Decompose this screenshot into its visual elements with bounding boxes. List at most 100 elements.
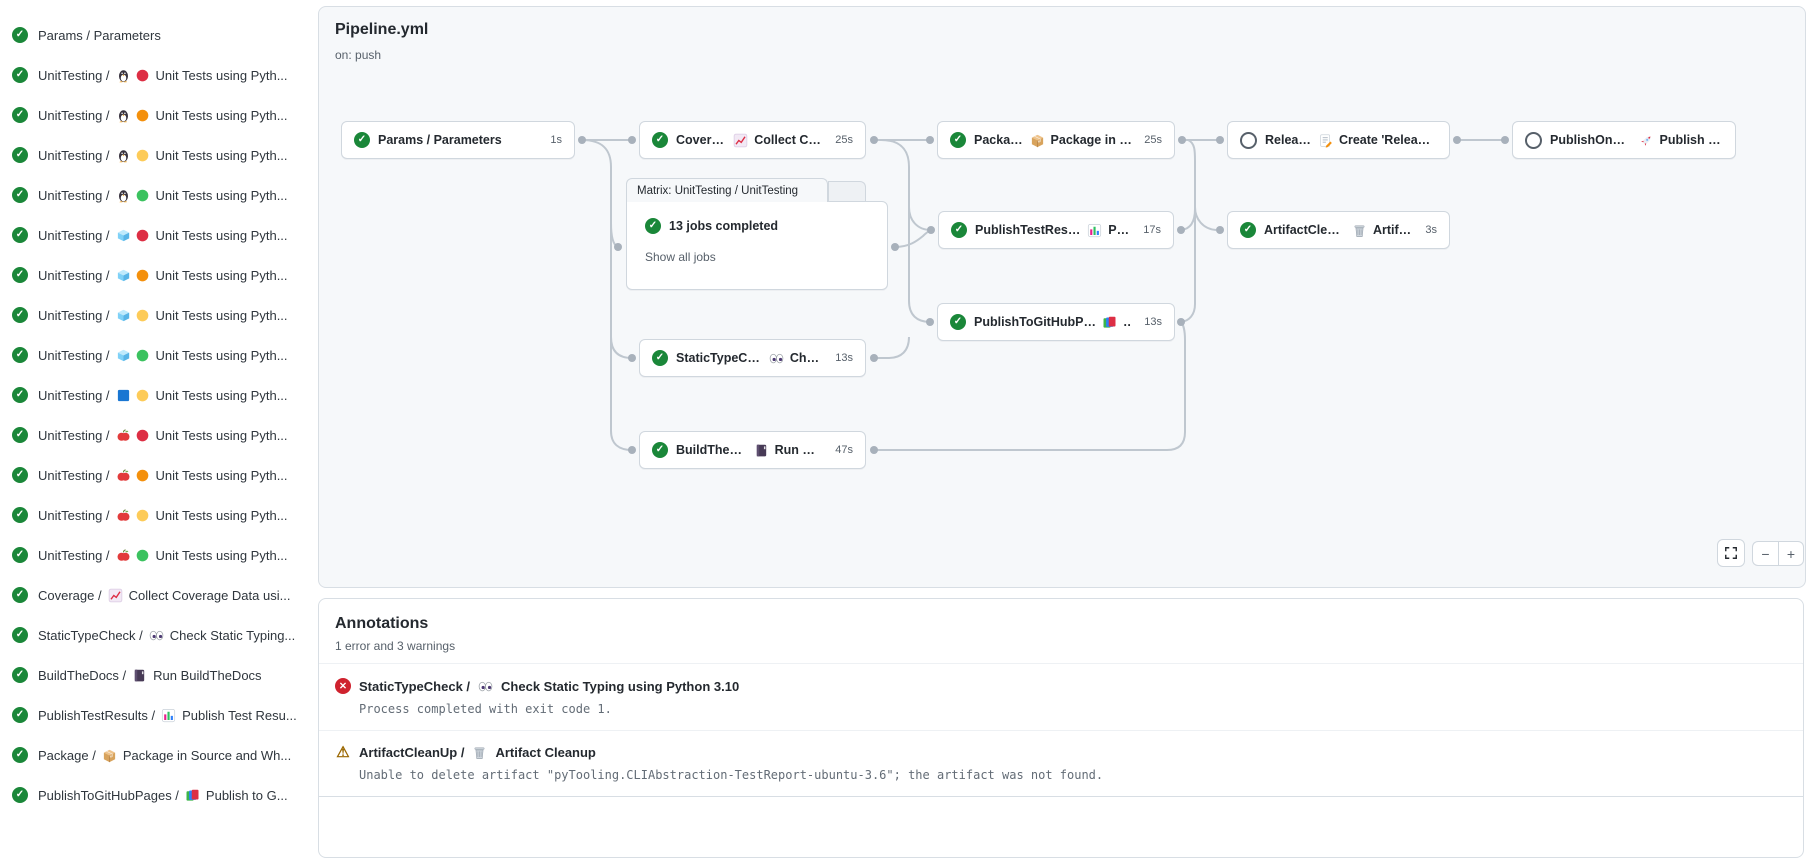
zoom-in-button[interactable]: +	[1778, 541, 1804, 566]
job-list-item[interactable]: ✓ UnitTesting / Unit Tests using Pyth...	[0, 175, 318, 215]
trash-icon	[472, 745, 487, 760]
python-orange-icon	[135, 268, 150, 283]
zoom-out-button[interactable]: −	[1752, 541, 1778, 566]
node-label: Package / Package in So...	[974, 133, 1132, 147]
node-duration: 25s	[1144, 134, 1162, 146]
success-icon: ✓	[12, 547, 28, 563]
success-icon: ✓	[12, 227, 28, 243]
node-label: PublishTestResults / Pu...	[975, 223, 1132, 238]
memo-icon	[1318, 133, 1333, 148]
job-list-item[interactable]: ✓ UnitTesting / Unit Tests using Pyth...	[0, 215, 318, 255]
graph-node-params[interactable]: ✓ Params / Parameters 1s	[341, 121, 575, 159]
matrix-group-card: ✓ 13 jobs completed Show all jobs	[626, 201, 888, 290]
chart-increasing-icon	[108, 588, 123, 603]
job-list-item-label: UnitTesting / Unit Tests using Pyth...	[38, 147, 288, 163]
annotation-warning-row: ⚠ ArtifactCleanUp / Artifact Cleanup Una…	[319, 730, 1803, 797]
node-duration: 13s	[835, 352, 853, 364]
job-list-item[interactable]: ✓ BuildTheDocs / Run BuildTheDocs	[0, 655, 318, 695]
success-icon: ✓	[12, 267, 28, 283]
graph-node-package[interactable]: ✓ Package / Package in So... 25s	[937, 121, 1175, 159]
workflow-graph-panel: Pipeline.yml on: push	[318, 6, 1806, 588]
show-all-jobs-link[interactable]: Show all jobs	[645, 250, 716, 264]
success-icon: ✓	[12, 467, 28, 483]
job-list-item[interactable]: ✓ UnitTesting / Unit Tests using Pyth...	[0, 55, 318, 95]
python-yellow-icon	[135, 508, 150, 523]
job-list-item-label: UnitTesting / Unit Tests using Pyth...	[38, 227, 288, 243]
annotation-error-link[interactable]: ✕ StaticTypeCheck / Check Static Typing …	[335, 678, 1787, 694]
job-list-item-label: UnitTesting / Unit Tests using Pyth...	[38, 427, 288, 443]
graph-node-release[interactable]: Release / Create 'Release P...	[1227, 121, 1450, 159]
bar-chart-icon	[1087, 223, 1102, 238]
node-duration: 25s	[835, 134, 853, 146]
job-list-item-label: UnitTesting / Unit Tests using Pyth...	[38, 267, 288, 283]
success-icon: ✓	[12, 707, 28, 723]
python-yellow-icon	[135, 148, 150, 163]
job-list-item[interactable]: ✓ UnitTesting / Unit Tests using Pyth...	[0, 455, 318, 495]
fullscreen-button[interactable]	[1717, 539, 1745, 567]
eyes-icon	[769, 351, 784, 366]
job-list-item[interactable]: ✓ UnitTesting / Unit Tests using Pyth...	[0, 375, 318, 415]
node-duration: 13s	[1144, 316, 1162, 328]
job-list-item[interactable]: ✓ Params / Parameters	[0, 15, 318, 55]
job-list-item[interactable]: ✓ UnitTesting / Unit Tests using Pyth...	[0, 295, 318, 335]
graph-node-artifact-cleanup[interactable]: ✓ ArtifactCleanUp / Artifac... 3s	[1227, 211, 1450, 249]
annotations-panel: Annotations 1 error and 3 warnings ✕ Sta…	[318, 598, 1804, 858]
success-icon: ✓	[12, 507, 28, 523]
success-icon: ✓	[12, 427, 28, 443]
job-list-item-label: UnitTesting / Unit Tests using Pyth...	[38, 347, 288, 363]
graph-node-publish-to-github-pages[interactable]: ✓ PublishToGitHubPages / ... 13s	[937, 303, 1175, 341]
graph-node-coverage[interactable]: ✓ Coverage / Collect Cove... 25s	[639, 121, 866, 159]
job-list-item[interactable]: ✓ PublishToGitHubPages / Publish to G...	[0, 775, 318, 815]
bar-chart-icon	[161, 708, 176, 723]
linux-icon	[116, 68, 131, 83]
job-list-item[interactable]: ✓ UnitTesting / Unit Tests using Pyth...	[0, 495, 318, 535]
books-icon	[185, 788, 200, 803]
zoom-controls: − +	[1752, 541, 1804, 566]
success-icon: ✓	[1240, 222, 1256, 238]
job-list-item[interactable]: ✓ UnitTesting / Unit Tests using Pyth...	[0, 335, 318, 375]
success-icon: ✓	[12, 347, 28, 363]
job-list-item-label: UnitTesting / Unit Tests using Pyth...	[38, 507, 288, 523]
job-list-item-label: UnitTesting / Unit Tests using Pyth...	[38, 547, 288, 563]
job-list-item[interactable]: ✓ Coverage / Collect Coverage Data usi..…	[0, 575, 318, 615]
msys2-icon	[116, 388, 131, 403]
warning-icon: ⚠	[336, 744, 350, 761]
python-orange-icon	[135, 468, 150, 483]
job-list-item[interactable]: ✓ Package / Package in Source and Wh...	[0, 735, 318, 775]
annotation-warning-link[interactable]: ⚠ ArtifactCleanUp / Artifact Cleanup	[336, 744, 596, 761]
success-icon: ✓	[652, 442, 668, 458]
windows-icon	[116, 228, 131, 243]
macos-icon	[116, 548, 131, 563]
success-icon: ✓	[12, 307, 28, 323]
job-list-item[interactable]: ✓ UnitTesting / Unit Tests using Pyth...	[0, 415, 318, 455]
workflow-trigger: on: push	[335, 48, 382, 62]
job-list-item[interactable]: ✓ UnitTesting / Unit Tests using Pyth...	[0, 255, 318, 295]
job-list-item-label: Params / Parameters	[38, 27, 161, 43]
node-duration: 47s	[835, 444, 853, 456]
graph-node-static-type-check[interactable]: ✓ StaticTypeCheck / Chec... 13s	[639, 339, 866, 377]
node-label: PublishToGitHubPages / ...	[974, 315, 1132, 329]
success-icon: ✓	[12, 387, 28, 403]
job-list-item-label: UnitTesting / Unit Tests using Pyth...	[38, 67, 288, 83]
annotation-message: Process completed with exit code 1.	[359, 702, 612, 716]
job-list-item[interactable]: ✓ UnitTesting / Unit Tests using Pyth...	[0, 535, 318, 575]
graph-node-publish-on-pypi[interactable]: PublishOnPyPI / Publish to ...	[1512, 121, 1736, 159]
matrix-tab: Matrix: UnitTesting / UnitTesting	[626, 178, 828, 202]
success-icon: ✓	[652, 132, 668, 148]
job-list-item[interactable]: ✓ StaticTypeCheck / Check Static Typing.…	[0, 615, 318, 655]
job-list-item[interactable]: ✓ PublishTestResults / Publish Test Resu…	[0, 695, 318, 735]
graph-node-publish-test-results[interactable]: ✓ PublishTestResults / Pu... 17s	[938, 211, 1174, 249]
python-green-icon	[135, 348, 150, 363]
job-list-item[interactable]: ✓ UnitTesting / Unit Tests using Pyth...	[0, 95, 318, 135]
graph-node-build-the-docs[interactable]: ✓ BuildTheDocs / Run Buil... 47s	[639, 431, 866, 469]
job-list-item-label: Package / Package in Source and Wh...	[38, 747, 292, 763]
job-list-item-label: StaticTypeCheck / Check Static Typing...	[38, 627, 296, 643]
job-list-item-label: UnitTesting / Unit Tests using Pyth...	[38, 107, 288, 123]
job-list-item-label: UnitTesting / Unit Tests using Pyth...	[38, 307, 288, 323]
python-red-icon	[135, 428, 150, 443]
success-icon: ✓	[12, 747, 28, 763]
success-icon: ✓	[12, 147, 28, 163]
error-icon: ✕	[335, 678, 351, 694]
annotation-message: Unable to delete artifact "pyTooling.CLI…	[359, 768, 1104, 782]
job-list-item[interactable]: ✓ UnitTesting / Unit Tests using Pyth...	[0, 135, 318, 175]
